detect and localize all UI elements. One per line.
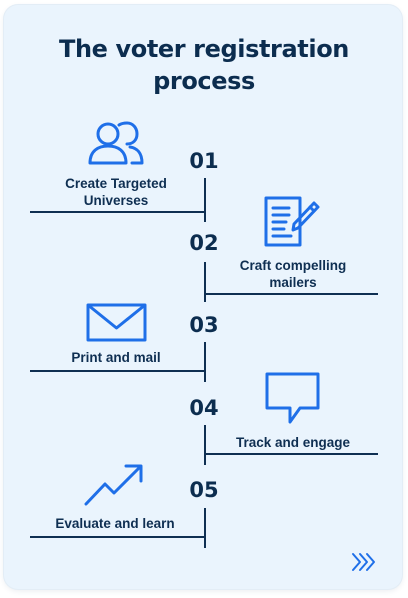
envelope-icon (86, 303, 147, 342)
step-number-3: 03 (189, 313, 219, 337)
step-label-1: Create Targeted Universes (44, 175, 188, 209)
step-label-4: Track and engage (220, 434, 366, 451)
step-label-5: Evaluate and learn (42, 515, 188, 532)
process-card (4, 5, 402, 589)
trend-arrow-icon (84, 464, 143, 506)
step-label-4-line-1: Track and engage (235, 435, 351, 450)
title-line-1: The voter registration (59, 35, 349, 63)
step-label-1-line-2: Universes (83, 193, 149, 208)
double-chevron-right-icon[interactable] (350, 552, 378, 572)
speech-bubble-icon (265, 372, 320, 424)
step-label-2: Craft compelling mailers (220, 257, 366, 291)
users-icon (88, 121, 144, 165)
step-label-1-line-1: Create Targeted (65, 176, 167, 191)
step-label-3-line-1: Print and mail (71, 350, 161, 365)
step-label-2-line-2: mailers (269, 275, 317, 290)
step-number-4: 04 (189, 396, 219, 420)
document-pen-icon (264, 196, 320, 247)
step-label-3: Print and mail (44, 349, 188, 366)
title-line-2: process (153, 67, 255, 95)
step-number-2: 02 (189, 231, 219, 255)
step-label-2-line-1: Craft compelling (239, 258, 347, 273)
step-number-1: 01 (189, 149, 219, 173)
page-title: The voter registration process (0, 33, 408, 97)
step-label-5-line-1: Evaluate and learn (55, 516, 175, 531)
step-number-5: 05 (189, 478, 219, 502)
